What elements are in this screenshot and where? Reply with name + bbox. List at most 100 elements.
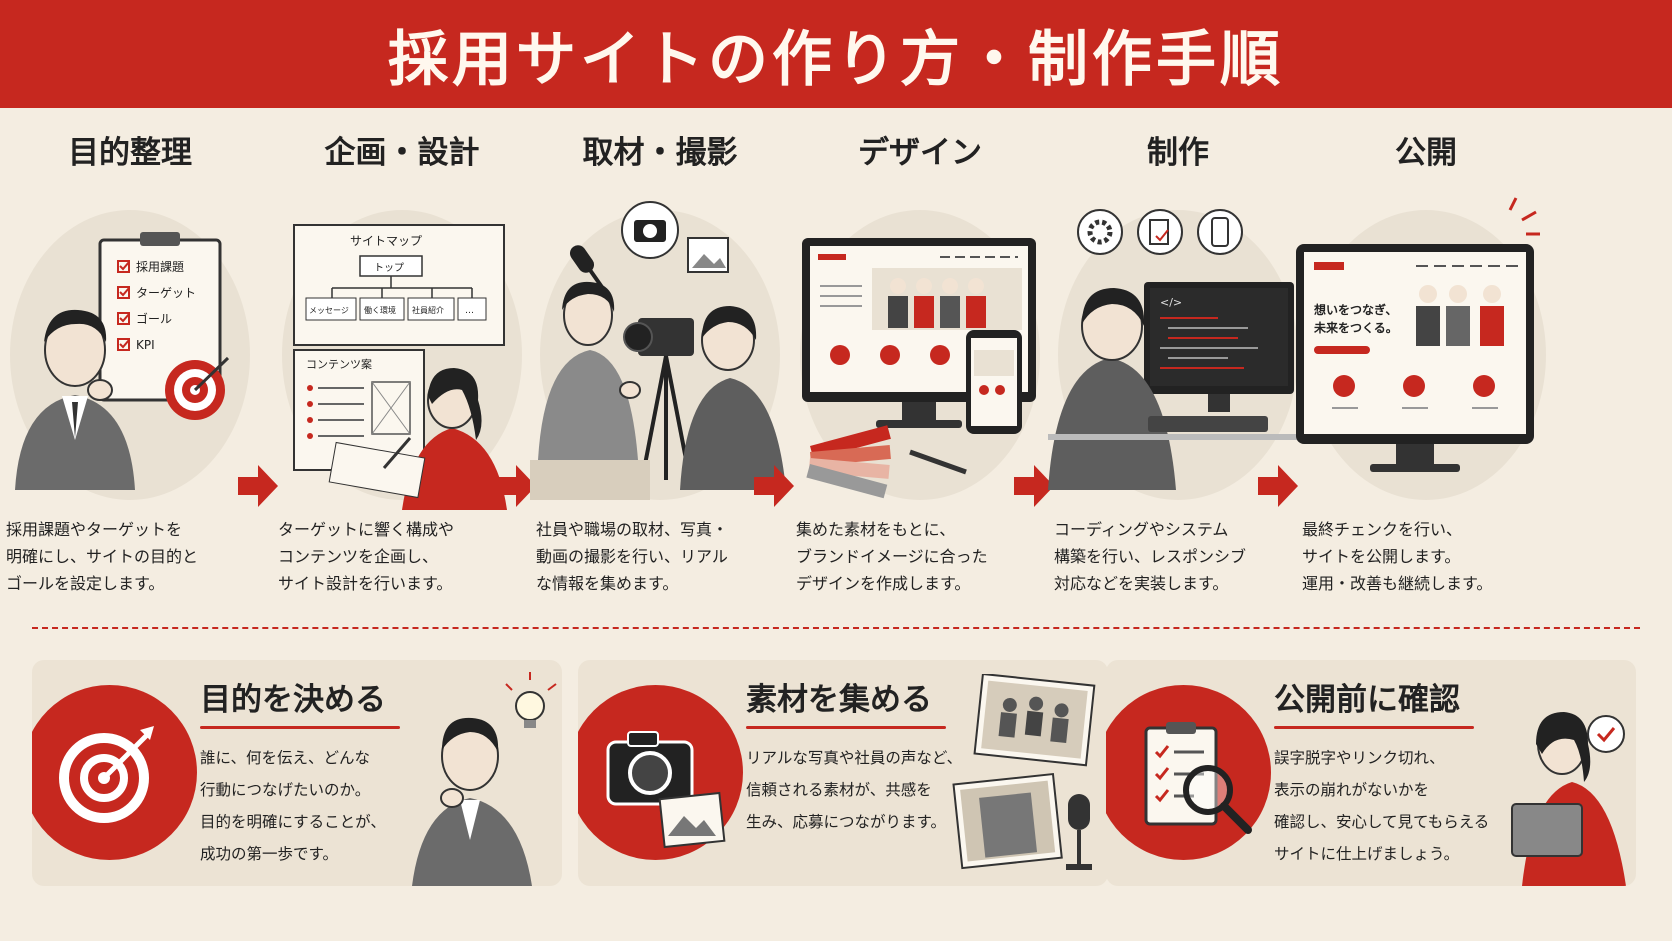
step-title: 公開 <box>1395 135 1457 171</box>
desc-line: 対応などを実装します。 <box>1054 574 1229 593</box>
color-swatch-fan <box>806 425 891 499</box>
tip-title: 素材を集める <box>746 682 932 718</box>
arrow-right-icon <box>1258 465 1298 507</box>
interview-illustration <box>530 201 786 500</box>
desc-line: ゴールを設定します。 <box>6 574 165 593</box>
step-title: デザイン <box>858 135 982 171</box>
checklist-item: 採用課題 <box>136 259 184 274</box>
tip-line: 誤字脱字やリンク切れ、 <box>1274 749 1445 767</box>
step-description: 社員や職場の取材、写真・ 動画の撮影を行い、リアル な情報を集めます。 <box>536 516 796 597</box>
step-description: 採用課題やターゲットを 明確にし、サイトの目的と ゴールを設定します。 <box>6 516 266 597</box>
sitemap-node: メッセージ <box>309 306 349 315</box>
step-launch: 公開 想いをつなぎ、 未来をつくる。 <box>1296 130 1556 593</box>
gear-icon <box>1077 209 1123 255</box>
arrow-right-icon <box>238 465 278 507</box>
tip-line: リアルな写真や社員の声など、 <box>746 749 963 767</box>
check-bubble-icon <box>1587 715 1625 753</box>
tip-line: 行動につなげたいのか。 <box>200 781 371 799</box>
desc-line: 最終チェンクを行い、 <box>1302 520 1463 539</box>
microphone-icon <box>1066 794 1092 870</box>
check-box <box>117 338 130 351</box>
step-description: 最終チェンクを行い、 サイトを公開します。 運用・改善も継続します。 <box>1302 516 1562 597</box>
sitemap-label: サイトマップ <box>350 234 422 248</box>
code-tag: </> <box>1160 296 1182 309</box>
process-steps: 目的整理 採用課題 ターゲット ゴール KPI <box>0 130 1672 600</box>
development-illustration: </> <box>1048 209 1308 490</box>
sitemap-lines <box>331 276 473 298</box>
tip-body: リアルな写真や社員の声など、 信頼される素材が、共感を 生み、応募につながります… <box>746 742 962 838</box>
planning-illustration: サイトマップ トップ メッセージ 働く環境 社員紹介 … コンテンツ案 <box>293 224 507 510</box>
sparkle-lines <box>1508 197 1540 236</box>
desc-line: 明確にし、サイトの目的と <box>6 547 199 566</box>
smartphone-icon <box>966 330 1022 434</box>
clipboard-clip <box>140 232 180 246</box>
step-title: 目的整理 <box>68 135 192 171</box>
section-divider <box>32 627 1640 629</box>
desc-line: デザインを作成します。 <box>796 574 971 593</box>
checkmark-icon <box>119 287 130 297</box>
checkmark-icon <box>119 313 130 323</box>
content-plan-label: コンテンツ案 <box>306 357 372 371</box>
camera-icon <box>621 201 679 259</box>
clipboard-search-icon <box>1144 722 1252 834</box>
tip-card-materials: 素材を集める リアルな写真や社員の声など、 信頼される素材が、共感を 生み、応募… <box>578 660 1108 886</box>
developer-figure <box>1048 288 1176 490</box>
video-camera-icon <box>623 318 694 481</box>
building-photo <box>952 772 1063 870</box>
sitemap-node-box <box>305 297 357 321</box>
checklist-item: ゴール <box>136 311 172 326</box>
businessman-figure <box>15 309 135 490</box>
tip-underline <box>746 726 946 729</box>
desc-line: な情報を集めます。 <box>536 574 679 593</box>
planner-woman-figure <box>402 368 507 510</box>
arrow-right-icon <box>496 465 536 507</box>
image-icon <box>687 237 729 273</box>
step-purpose: 目的整理 採用課題 ターゲット ゴール KPI <box>0 130 260 593</box>
lightbulb-icon <box>505 672 557 728</box>
desc-line: ターゲットに響く構成や <box>278 520 455 539</box>
laptop-icon <box>1511 803 1583 857</box>
cameraman-figure <box>680 306 786 490</box>
desk <box>1048 434 1308 440</box>
sitemap-node-box <box>457 297 487 321</box>
document-check-icon <box>1137 209 1183 255</box>
meeting-photo <box>973 674 1096 767</box>
desc-line: サイトを公開します。 <box>1302 547 1461 566</box>
tip-line: 生み、応募につながります。 <box>746 813 946 831</box>
step-design: デザイン <box>790 130 1050 593</box>
step-title: 取材・撮影 <box>582 135 738 171</box>
tip-underline <box>200 726 400 729</box>
tip-title: 目的を決める <box>200 682 386 718</box>
desc-line: コンテンツを企画し、 <box>278 547 439 566</box>
notepad <box>328 441 426 499</box>
design-illustration <box>802 238 1036 499</box>
checkmark-icon <box>119 261 130 271</box>
step-interview: 取材・撮影 <box>530 130 790 593</box>
sitemap-sheet <box>293 224 505 346</box>
desc-line: 運用・改善も継続します。 <box>1302 574 1493 593</box>
reviewer-woman-figure <box>1511 712 1626 886</box>
desc-line: 採用課題やターゲットを <box>6 520 183 539</box>
desc-line: ブランドイメージに合った <box>796 547 988 566</box>
tip-line: 確認し、安心して見てもらえる <box>1274 813 1490 831</box>
checklist-item: ターゲット <box>136 286 196 300</box>
check-box <box>117 260 130 273</box>
step-planning: 企画・設計 サイトマップ トップ メッセージ 働く環境 社員紹介 … コンテンツ… <box>272 130 532 593</box>
sitemap-root: トップ <box>374 262 404 274</box>
page-title: 採用サイトの作り方・制作手順 <box>388 24 1284 95</box>
tip-body: 誤字脱字やリンク切れ、 表示の崩れがないかを 確認し、安心して見てもらえる サイ… <box>1274 742 1489 870</box>
checkmark-icon <box>119 339 130 349</box>
tip-line: サイトに仕上げましょう。 <box>1274 845 1460 863</box>
thinking-man-figure <box>412 672 557 886</box>
sitemap-node: 社員紹介 <box>412 305 444 315</box>
desc-line: 社員や職場の取材、写真・ <box>536 520 729 539</box>
tip-line: 誰に、何を伝え、どんな <box>200 749 371 767</box>
step-title: 企画・設計 <box>324 135 480 171</box>
checklist: 採用課題 ターゲット ゴール KPI <box>117 259 196 352</box>
tip-title: 公開前に確認 <box>1274 682 1460 718</box>
launch-illustration: 想いをつなぎ、 未来をつくる。 <box>1296 197 1540 472</box>
content-plan-bullets <box>307 385 364 439</box>
purpose-illustration: 採用課題 ターゲット ゴール KPI <box>15 232 230 490</box>
camera-icon <box>606 731 726 849</box>
screen-copy-line: 想いをつなぎ、 <box>1313 302 1397 317</box>
